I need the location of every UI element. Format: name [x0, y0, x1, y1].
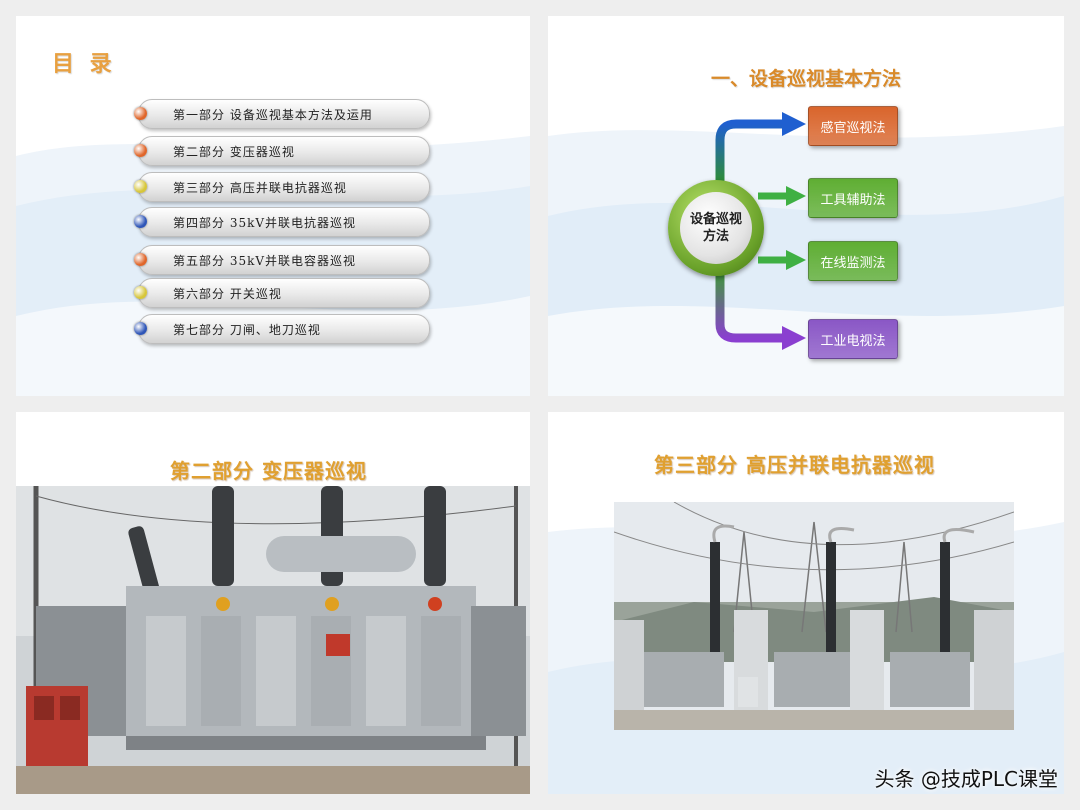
method-box-tv: 工业电视法	[808, 319, 898, 359]
slide-shunt-reactor: 第三部分 高压并联电抗器巡视	[548, 412, 1064, 794]
toc-item: 第二部分 变压器巡视	[134, 136, 430, 166]
arrow-head-icon	[782, 112, 806, 136]
toc-item: 第七部分 刀闸、地刀巡视	[134, 314, 430, 344]
bullet-dot-icon	[134, 286, 147, 299]
part3-title: 第三部分 高压并联电抗器巡视	[654, 453, 935, 477]
method-arrows	[715, 112, 806, 350]
methods-title: 一、设备巡视基本方法	[710, 68, 901, 90]
method-box-online: 在线监测法	[808, 241, 898, 281]
toc-title: 目 录	[52, 52, 116, 77]
bullet-dot-icon	[134, 215, 147, 228]
reactor-photo	[614, 502, 1014, 730]
slide-table-of-contents: 目 录 第一部分 设备巡视基本方法及运用第二部分 变压器巡视第三部分 高压并联电…	[16, 16, 530, 396]
bullet-dot-icon	[134, 107, 147, 120]
toc-item: 第一部分 设备巡视基本方法及运用	[134, 99, 430, 129]
bullet-dot-icon	[134, 322, 147, 335]
toc-item-label: 第一部分 设备巡视基本方法及运用	[173, 108, 373, 122]
arrow-head-icon	[786, 186, 806, 206]
hub-label: 设备巡视方法	[690, 212, 743, 244]
toc-item-label: 第六部分 开关巡视	[173, 287, 282, 301]
bullet-dot-icon	[134, 144, 147, 157]
toc-item: 第五部分 35kV并联电容器巡视	[134, 245, 430, 275]
background-swoosh	[548, 126, 1064, 396]
toc-item-label: 第二部分 变压器巡视	[173, 145, 295, 159]
slide-inspection-methods: 一、设备巡视基本方法 设备巡视方法 感官巡视法 工具辅助法 在线监测法 工业电视…	[548, 16, 1064, 396]
method-box-sensory: 感官巡视法	[808, 106, 898, 146]
arrow-head-icon	[782, 326, 806, 350]
toc-item-label: 第四部分 35kV并联电抗器巡视	[173, 216, 357, 230]
toc-item-label: 第三部分 高压并联电抗器巡视	[173, 181, 347, 195]
watermark: 头条 @技成PLC课堂	[874, 767, 1058, 791]
slide-transformer: 第二部分 变压器巡视	[16, 412, 530, 794]
hub-circle: 设备巡视方法	[668, 180, 764, 276]
part2-title: 第二部分 变压器巡视	[170, 459, 367, 483]
toc-item-label: 第五部分 35kV并联电容器巡视	[173, 254, 357, 268]
arrow-head-icon	[786, 250, 806, 270]
toc-item: 第三部分 高压并联电抗器巡视	[134, 172, 430, 202]
method-box-tool: 工具辅助法	[808, 178, 898, 218]
transformer-photo	[16, 486, 530, 794]
toc-item: 第六部分 开关巡视	[134, 278, 430, 308]
toc-item: 第四部分 35kV并联电抗器巡视	[134, 207, 430, 237]
bullet-dot-icon	[134, 180, 147, 193]
bullet-dot-icon	[134, 253, 147, 266]
toc-item-label: 第七部分 刀闸、地刀巡视	[173, 323, 321, 337]
